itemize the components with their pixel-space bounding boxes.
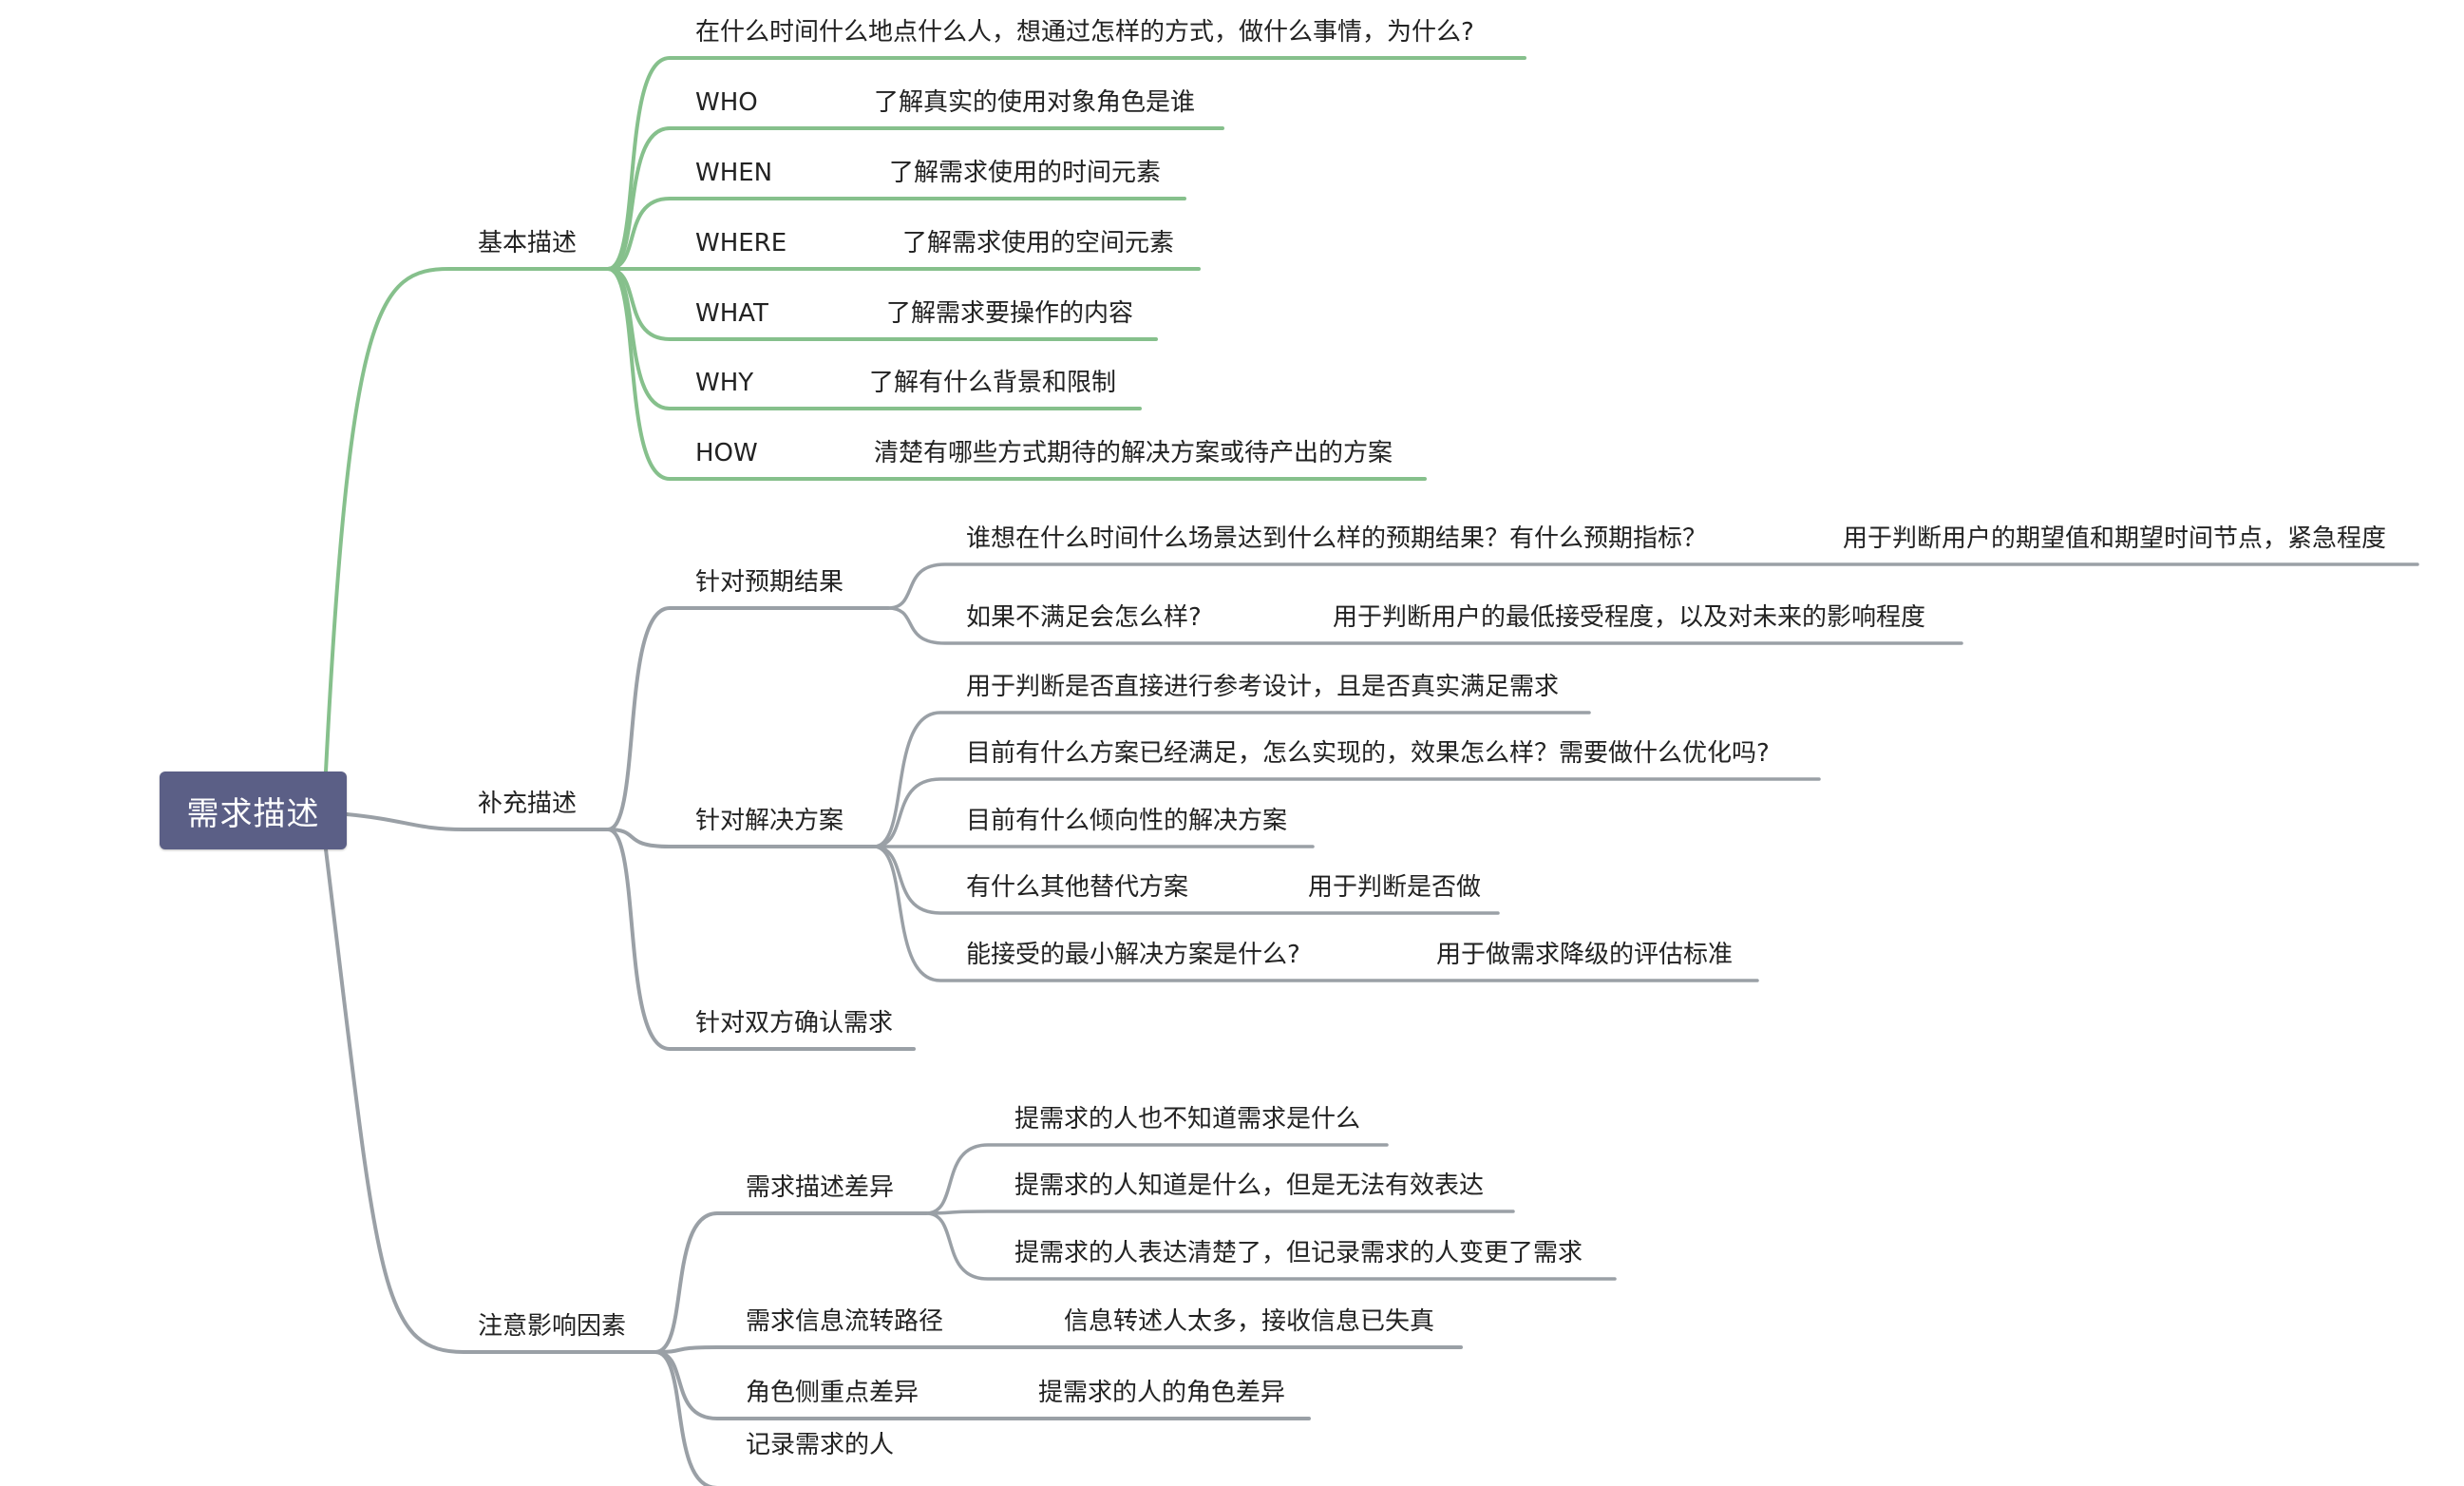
- topic-label: 针对双方确认需求: [695, 1009, 894, 1038]
- subtopic-reference-design[interactable]: 用于判断是否直接进行参考设计，且是否真实满足需求: [966, 675, 1559, 699]
- connector-line: [924, 1211, 1617, 1281]
- subtopic-preferred-solution[interactable]: 目前有什么倾向性的解决方案: [966, 809, 1287, 833]
- topic-what[interactable]: WHAT 了解需求要操作的内容: [695, 299, 1133, 328]
- subtopic-label: 如果不满足会怎么样?: [966, 603, 1202, 632]
- topic-label: WHY: [695, 369, 754, 397]
- branch-supplement[interactable]: 补充描述: [478, 791, 577, 816]
- connector-line: [324, 267, 610, 773]
- topic-label: WHO: [695, 88, 758, 117]
- connector-line: [606, 828, 876, 848]
- connector-line: [872, 711, 1591, 848]
- subtopic-note: 用于判断用户的期望值和期望时间节点，紧急程度: [1843, 524, 2387, 553]
- topic-note: 提需求的人的角色差异: [1038, 1379, 1286, 1407]
- topic-label: 角色侧重点差异: [746, 1379, 919, 1407]
- topic-why[interactable]: WHY 了解有什么背景和限制: [695, 369, 1116, 397]
- topic-note: 清楚有哪些方式期待的解决方案或待产出的方案: [874, 439, 1393, 467]
- topic-label: WHERE: [695, 229, 787, 257]
- topic-note: 了解需求使用的空间元素: [902, 229, 1175, 257]
- subtopic-label: 目前有什么倾向性的解决方案: [966, 807, 1288, 835]
- subtopic-label: 谁想在什么时间什么场景达到什么样的预期结果？有什么预期指标？: [966, 524, 1708, 553]
- connector-line: [606, 828, 916, 1051]
- topic-label: WHEN: [695, 159, 773, 187]
- topic-who[interactable]: WHO 了解真实的使用对象角色是谁: [695, 88, 1195, 117]
- subtopic-alternatives[interactable]: 有什么其他替代方案 用于判断是否做: [966, 873, 1481, 902]
- branch-label: 补充描述: [478, 790, 578, 818]
- topic-summary[interactable]: 在什么时间什么地点什么人，想通过怎样的方式，做什么事情，为什么?: [695, 20, 1474, 45]
- subtopic-existing-solution[interactable]: 目前有什么方案已经满足，怎么实现的，效果怎么样？需要做什么优化吗?: [966, 741, 1770, 766]
- connector-line: [324, 848, 657, 1354]
- connector-line: [924, 1143, 1389, 1215]
- topic-mutual-confirmation[interactable]: 针对双方确认需求: [695, 1011, 893, 1036]
- topic-recorder[interactable]: 记录需求的人: [746, 1433, 894, 1457]
- topic-label: WHAT: [695, 299, 768, 328]
- topic-label: 记录需求的人: [746, 1431, 895, 1459]
- topic-label: 需求描述差异: [746, 1173, 895, 1202]
- subtopic-label: 提需求的人也不知道需求是什么: [1014, 1105, 1361, 1134]
- connector-line: [606, 126, 1224, 271]
- topic-label: 针对解决方案: [695, 807, 844, 835]
- subtopic-label: 目前有什么方案已经满足，怎么实现的，效果怎么样？需要做什么优化吗?: [966, 739, 1770, 768]
- subtopic-label: 提需求的人知道是什么，但是无法有效表达: [1014, 1172, 1485, 1200]
- topic-solution[interactable]: 针对解决方案: [695, 809, 843, 833]
- subtopic-label: 提需求的人表达清楚了，但记录需求的人变更了需求: [1014, 1239, 1583, 1267]
- topic-description-gap[interactable]: 需求描述差异: [746, 1175, 894, 1200]
- subtopic-cannot-express[interactable]: 提需求的人知道是什么，但是无法有效表达: [1014, 1173, 1484, 1198]
- connector-line: [606, 197, 1186, 271]
- root-node[interactable]: 需求描述: [160, 772, 347, 849]
- subtopic-unknown-need[interactable]: 提需求的人也不知道需求是什么: [1014, 1107, 1360, 1132]
- connector-line: [654, 1345, 1463, 1354]
- subtopic-label: 用于判断是否直接进行参考设计，且是否真实满足需求: [966, 673, 1560, 701]
- topic-label: 在什么时间什么地点什么人，想通过怎样的方式，做什么事情，为什么?: [695, 18, 1474, 47]
- topic-note: 了解需求使用的时间元素: [889, 159, 1162, 187]
- topic-label: 需求信息流转路径: [746, 1307, 944, 1336]
- topic-where[interactable]: WHERE 了解需求使用的空间元素: [695, 229, 1174, 257]
- topic-note: 了解有什么背景和限制: [869, 369, 1117, 397]
- subtopic-expectation[interactable]: 谁想在什么时间什么场景达到什么样的预期结果？有什么预期指标？ 用于判断用户的期望…: [966, 524, 2386, 553]
- root-label: 需求描述: [186, 794, 320, 833]
- topic-how[interactable]: HOW 清楚有哪些方式期待的解决方案或待产出的方案: [695, 439, 1393, 467]
- topic-label: HOW: [695, 439, 758, 467]
- topic-info-flow[interactable]: 需求信息流转路径 信息转述人太多，接收信息已失真: [746, 1307, 1434, 1336]
- connector-line: [872, 845, 1500, 915]
- subtopic-note: 用于做需求降级的评估标准: [1436, 941, 1734, 969]
- subtopic-not-satisfied[interactable]: 如果不满足会怎么样? 用于判断用户的最低接受程度，以及对未来的影响程度: [966, 603, 1925, 632]
- branch-basic[interactable]: 基本描述: [478, 231, 577, 256]
- subtopic-label: 能接受的最小解决方案是什么?: [966, 941, 1300, 969]
- connector-line: [606, 267, 1427, 481]
- topic-note: 了解需求要操作的内容: [886, 299, 1134, 328]
- connector-line: [606, 606, 890, 831]
- subtopic-label: 有什么其他替代方案: [966, 873, 1189, 902]
- topic-expected-result[interactable]: 针对预期结果: [695, 570, 843, 595]
- branch-label: 注意影响因素: [478, 1312, 627, 1341]
- connector-line: [872, 845, 1759, 982]
- topic-label: 针对预期结果: [695, 568, 844, 597]
- subtopic-note: 用于判断用户的最低接受程度，以及对未来的影响程度: [1333, 603, 1926, 632]
- connector-line: [872, 777, 1821, 848]
- subtopic-minimum-solution[interactable]: 能接受的最小解决方案是什么? 用于做需求降级的评估标准: [966, 941, 1733, 969]
- connector-line: [886, 606, 1963, 645]
- topic-when[interactable]: WHEN 了解需求使用的时间元素: [695, 159, 1161, 187]
- branch-factors[interactable]: 注意影响因素: [478, 1314, 626, 1339]
- topic-note: 了解真实的使用对象角色是谁: [874, 88, 1196, 117]
- subtopic-note: 用于判断是否做: [1308, 873, 1482, 902]
- subtopic-recorder-changed[interactable]: 提需求的人表达清楚了，但记录需求的人变更了需求: [1014, 1241, 1583, 1266]
- branch-label: 基本描述: [478, 229, 578, 257]
- connector-line: [924, 1210, 1515, 1215]
- topic-note: 信息转述人太多，接收信息已失真: [1064, 1307, 1435, 1336]
- connector-line: [345, 812, 610, 831]
- topic-role-focus[interactable]: 角色侧重点差异 提需求的人的角色差异: [746, 1379, 1285, 1407]
- connector-line: [654, 1211, 928, 1354]
- connector-line: [886, 562, 2419, 610]
- connector-line: [606, 56, 1526, 271]
